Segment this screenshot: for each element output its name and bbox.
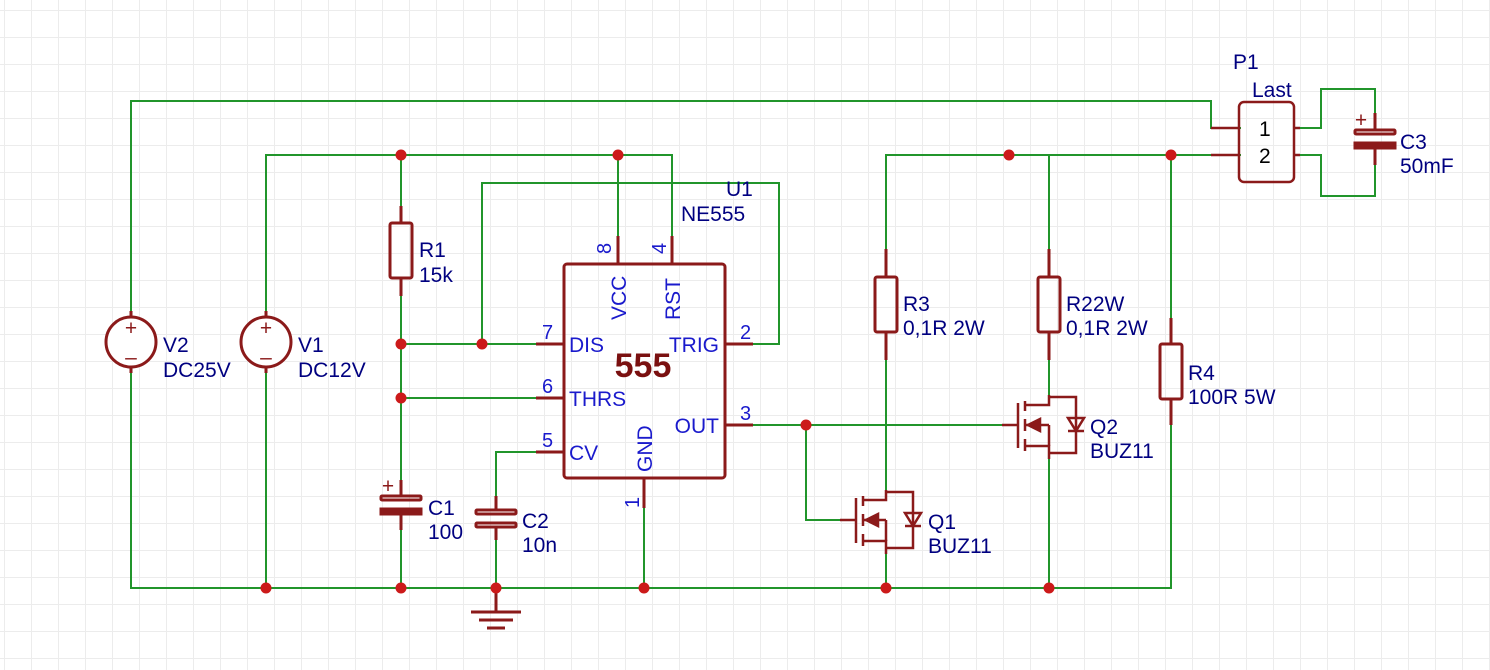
- p1-pin-labels: 1 2: [1259, 118, 1271, 168]
- u1-pin-cv-label: CV: [569, 442, 598, 465]
- capacitor-c2[interactable]: [474, 496, 518, 540]
- u1-ref: U1: [726, 178, 753, 201]
- voltage-source-v1[interactable]: + –: [239, 311, 293, 373]
- u1-labels: 555 DIS THRS CV TRIG OUT VCC RST GND 7 6…: [542, 243, 751, 508]
- resistor-r3[interactable]: [873, 249, 899, 360]
- p1-ref: P1: [1233, 51, 1259, 74]
- r22w-value: 0,1R 2W: [1066, 317, 1148, 340]
- u1-pin-4-number: 4: [649, 243, 671, 254]
- c1-ref: C1: [428, 497, 455, 520]
- u1-pin-3-number: 3: [740, 403, 751, 425]
- v1-value: DC12V: [298, 359, 366, 382]
- junction-dot[interactable]: [638, 582, 650, 594]
- u1-pin-7-number: 7: [542, 322, 553, 344]
- u1-pin-out-label: OUT: [675, 415, 720, 438]
- connector-p1[interactable]: [1211, 100, 1300, 184]
- c1-value: 100: [428, 521, 463, 544]
- v2-value: DC25V: [163, 359, 231, 382]
- mosfet-q1[interactable]: [840, 490, 924, 554]
- symbols: + – + – +: [104, 100, 1397, 630]
- u1-body-text: 555: [615, 347, 672, 385]
- junction-dot[interactable]: [395, 149, 407, 161]
- u1-pin-5-number: 5: [542, 430, 553, 452]
- wire[interactable]: [1293, 149, 1376, 197]
- ic-u1-ne555[interactable]: [536, 236, 753, 508]
- junction-dot[interactable]: [395, 582, 407, 594]
- mosfet-q2[interactable]: [1002, 395, 1087, 459]
- u1-pin-dis-label: DIS: [569, 334, 604, 357]
- p1-value: Last: [1252, 79, 1292, 102]
- junction-dot[interactable]: [1003, 149, 1015, 161]
- wire[interactable]: [495, 451, 564, 509]
- q1-value: BUZ11: [928, 535, 992, 558]
- p1-pin-2-label: 2: [1259, 145, 1271, 168]
- v2-ref: V2: [163, 334, 189, 357]
- junction-dot[interactable]: [1165, 149, 1177, 161]
- wire[interactable]: [481, 182, 780, 345]
- wire[interactable]: [265, 154, 673, 312]
- resistor-r1[interactable]: [388, 206, 414, 296]
- junction-dot[interactable]: [260, 582, 272, 594]
- junction-dot[interactable]: [1043, 582, 1055, 594]
- junction-dot[interactable]: [395, 392, 407, 404]
- c3-ref: C3: [1400, 131, 1427, 154]
- v2-plus-sign: +: [125, 317, 137, 340]
- c3-polarity-mark: +: [1355, 109, 1367, 132]
- u1-pin-8-number: 8: [594, 243, 616, 254]
- c2-value: 10n: [522, 534, 557, 557]
- junction-dot[interactable]: [880, 582, 892, 594]
- capacitor-c1[interactable]: +: [379, 475, 423, 530]
- v1-plus-sign: +: [260, 317, 272, 340]
- wire[interactable]: [1293, 88, 1376, 129]
- u1-pin-1-number: 1: [622, 497, 644, 508]
- r1-ref: R1: [419, 239, 446, 262]
- junction-dot[interactable]: [395, 338, 407, 350]
- junctions: [260, 149, 1177, 594]
- wire[interactable]: [885, 154, 1241, 250]
- r3-value: 0,1R 2W: [903, 317, 985, 340]
- c3-value: 50mF: [1400, 155, 1454, 178]
- u1-pin-thrs-label: THRS: [569, 388, 626, 411]
- r22w-ref: R22W: [1066, 293, 1125, 316]
- capacitor-c3[interactable]: +: [1353, 109, 1397, 165]
- v1-ref: V1: [298, 334, 324, 357]
- q2-ref: Q2: [1090, 416, 1118, 439]
- r4-ref: R4: [1188, 362, 1215, 385]
- junction-dot[interactable]: [800, 419, 812, 431]
- v1-minus-sign: –: [260, 346, 272, 369]
- junction-dot[interactable]: [476, 338, 488, 350]
- designators: V2 DC25V V1 DC12V R1 15k C1 100 C2 10n U…: [163, 51, 1454, 558]
- u1-value: NE555: [681, 203, 745, 226]
- wire[interactable]: [805, 424, 841, 521]
- u1-pin-trig-label: TRIG: [669, 334, 719, 357]
- u1-pin-rst-label: RST: [662, 278, 685, 320]
- q2-value: BUZ11: [1090, 440, 1154, 463]
- p1-pin-1-label: 1: [1259, 118, 1271, 141]
- c2-ref: C2: [522, 510, 549, 533]
- r1-value: 15k: [419, 264, 453, 287]
- r3-ref: R3: [903, 293, 930, 316]
- q1-ref: Q1: [928, 511, 956, 534]
- voltage-source-v2[interactable]: + –: [104, 311, 158, 373]
- v2-minus-sign: –: [125, 346, 137, 369]
- resistor-r4[interactable]: [1158, 318, 1184, 425]
- u1-pin-vcc-label: VCC: [608, 276, 631, 320]
- resistor-r22w[interactable]: [1036, 249, 1062, 360]
- junction-dot[interactable]: [490, 582, 502, 594]
- u1-pin-6-number: 6: [542, 376, 553, 398]
- junction-dot[interactable]: [612, 149, 624, 161]
- ground-symbol[interactable]: [471, 588, 521, 630]
- c1-polarity-mark: +: [382, 475, 394, 498]
- u1-pin-gnd-label: GND: [634, 425, 657, 472]
- r4-value: 100R 5W: [1188, 386, 1276, 409]
- u1-pin-2-number: 2: [740, 322, 751, 344]
